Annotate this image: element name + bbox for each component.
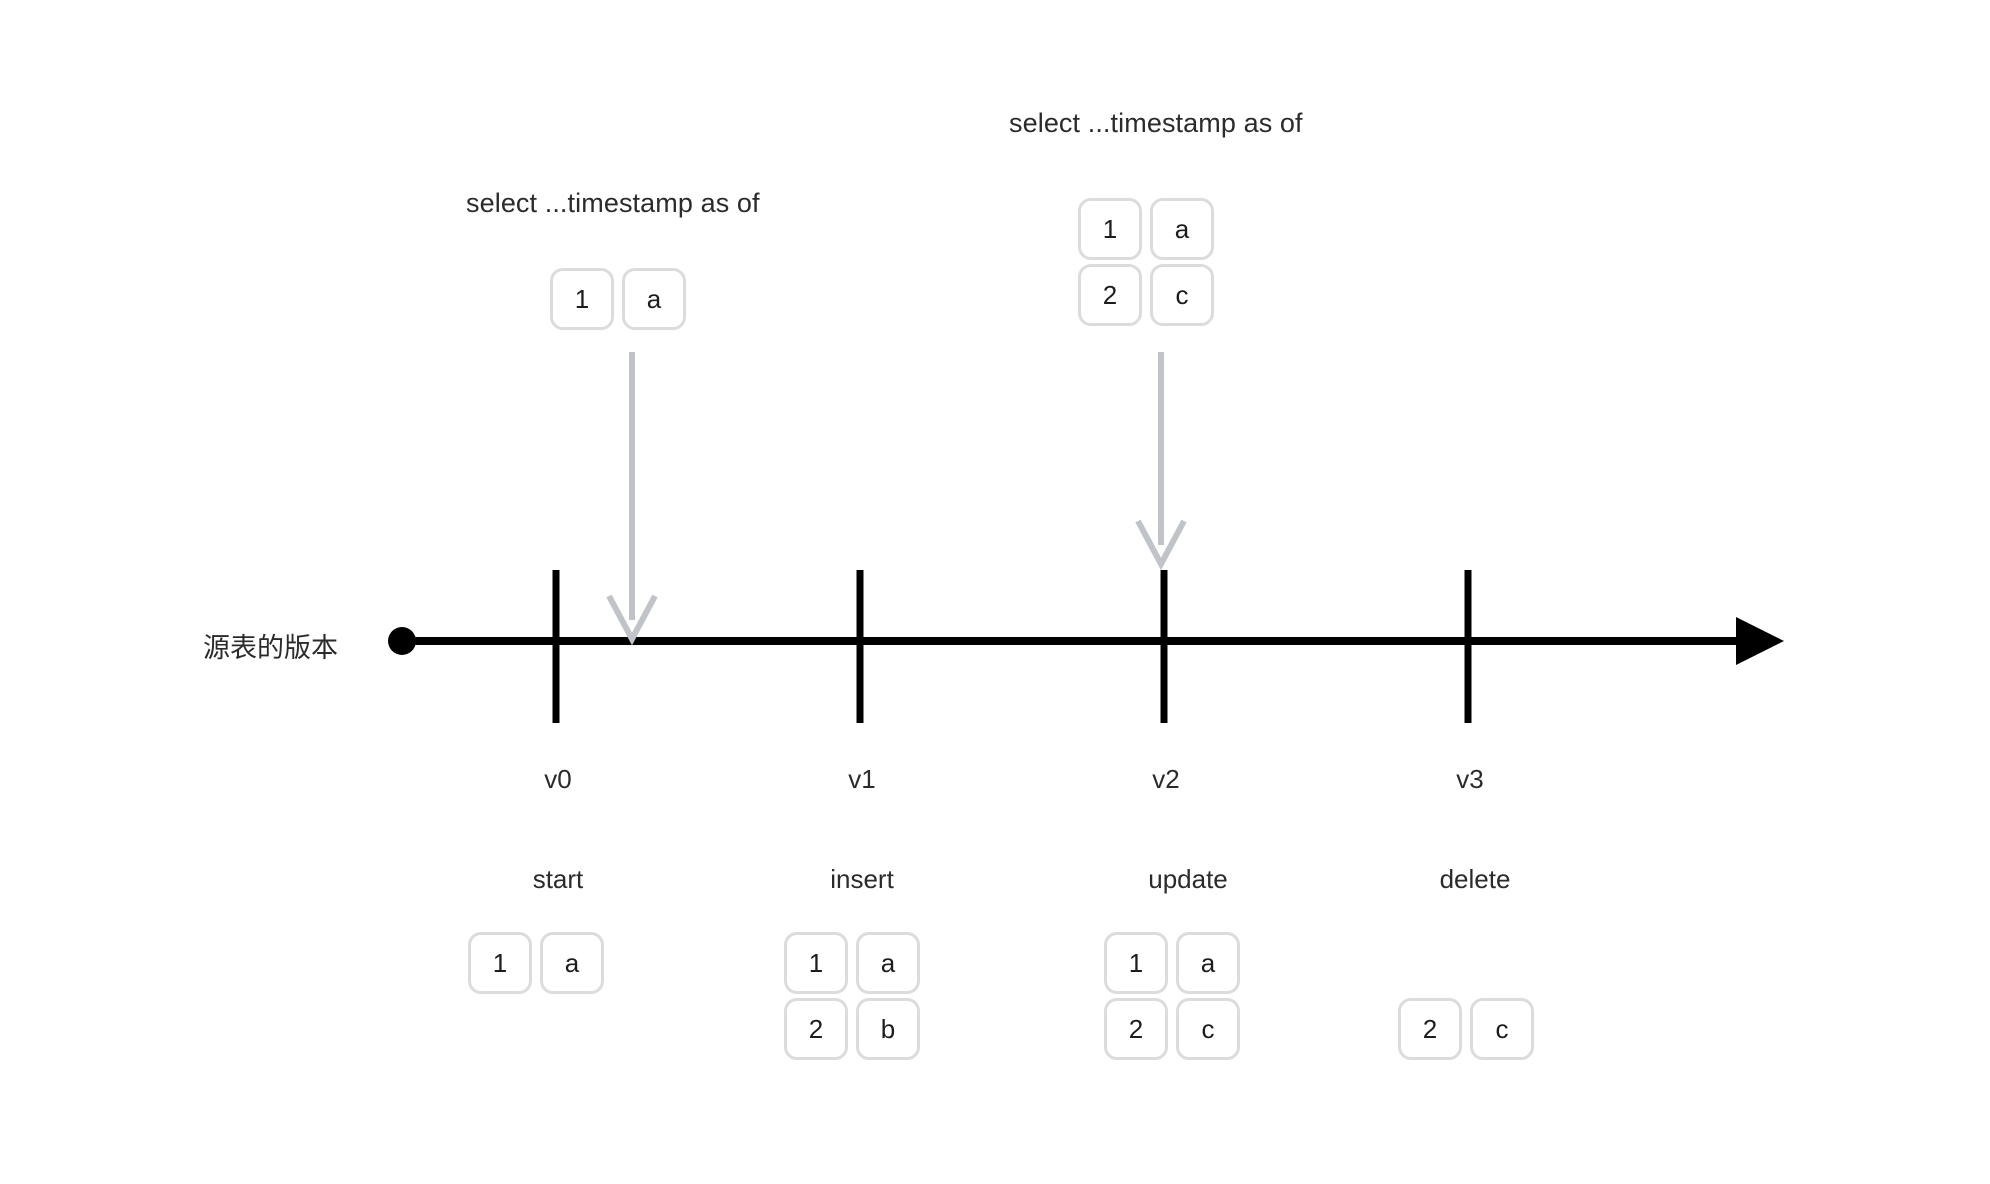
operation-label-insert: insert: [830, 864, 894, 894]
table-row: 2 c: [1078, 264, 1214, 326]
axis-label-source-table-version: 源表的版本: [203, 633, 338, 663]
version-table-v2: 1 a 2 c: [1104, 932, 1240, 1060]
table-row: 1 a: [550, 268, 686, 330]
version-label-v2: v2: [1152, 764, 1180, 794]
cell-id: 2: [1398, 998, 1462, 1060]
version-label-v3: v3: [1456, 764, 1484, 794]
operation-label-delete: delete: [1439, 864, 1511, 894]
version-table-v3: 2 c: [1398, 998, 1534, 1060]
cell-id: 2: [1104, 998, 1168, 1060]
table-row: 2 c: [1398, 998, 1534, 1060]
table-row: 1 a: [468, 932, 604, 994]
version-table-v0: 1 a: [468, 932, 604, 994]
query-result-v2: 1 a 2 c: [1078, 198, 1214, 326]
cell-id: 1: [784, 932, 848, 994]
cell-id: 1: [468, 932, 532, 994]
cell-value: c: [1150, 264, 1214, 326]
table-row: 1 a: [1104, 932, 1240, 994]
table-row: 1 a: [784, 932, 920, 994]
version-label-v1: v1: [848, 764, 876, 794]
cell-id: 1: [1104, 932, 1168, 994]
cell-id: 1: [1078, 198, 1142, 260]
query-result-v0: 1 a: [550, 268, 686, 330]
operation-label-update: update: [1148, 864, 1228, 894]
table-row: 2 b: [784, 998, 920, 1060]
query-label-v0: select ...timestamp as of: [466, 188, 760, 218]
query-arrow-v2-head: [1135, 519, 1187, 571]
cell-value: a: [1176, 932, 1240, 994]
cell-id: 2: [1078, 264, 1142, 326]
cell-id: 2: [784, 998, 848, 1060]
operation-label-start: start: [532, 864, 584, 894]
cell-value: c: [1176, 998, 1240, 1060]
version-table-v1: 1 a 2 b: [784, 932, 920, 1060]
table-row: 1 a: [1078, 198, 1214, 260]
timeline-axis-arrowhead: [1736, 617, 1784, 665]
cell-id: 1: [550, 268, 614, 330]
cell-value: b: [856, 998, 920, 1060]
version-label-v0: v0: [544, 764, 572, 794]
query-arrow-v0-head: [606, 594, 658, 646]
cell-value: a: [1150, 198, 1214, 260]
cell-value: a: [540, 932, 604, 994]
cell-value: a: [856, 932, 920, 994]
cell-value: a: [622, 268, 686, 330]
query-label-v2: select ...timestamp as of: [1009, 108, 1303, 138]
table-row: 2 c: [1104, 998, 1240, 1060]
cell-value: c: [1470, 998, 1534, 1060]
